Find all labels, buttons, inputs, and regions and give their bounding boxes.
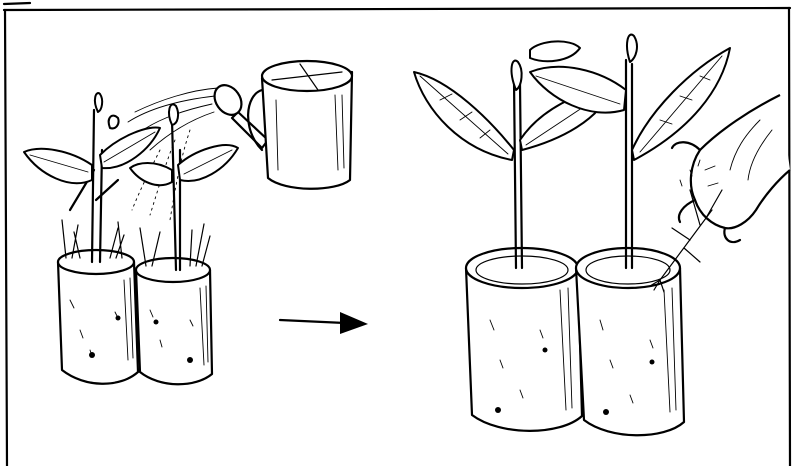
arrow-right-icon bbox=[280, 312, 368, 334]
watering-can-icon bbox=[209, 61, 352, 189]
